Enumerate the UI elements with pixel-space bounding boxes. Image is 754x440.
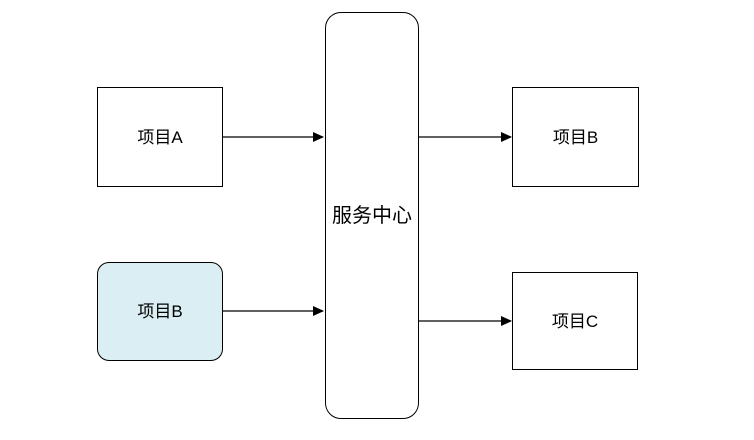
- node-service-center: 服务中心: [325, 12, 419, 419]
- node-project-a: 项目A: [97, 87, 223, 187]
- node-project-b-target-label: 项目B: [552, 127, 599, 147]
- node-project-b-target: 项目B: [512, 87, 639, 187]
- node-service-center-label: 服务中心: [332, 204, 412, 227]
- node-project-c: 项目C: [512, 272, 638, 370]
- node-project-b-source-label: 项目B: [137, 302, 183, 321]
- node-project-c-label: 项目C: [551, 311, 599, 331]
- node-project-a-label: 项目A: [137, 127, 183, 147]
- node-project-b-source: 项目B: [97, 262, 223, 361]
